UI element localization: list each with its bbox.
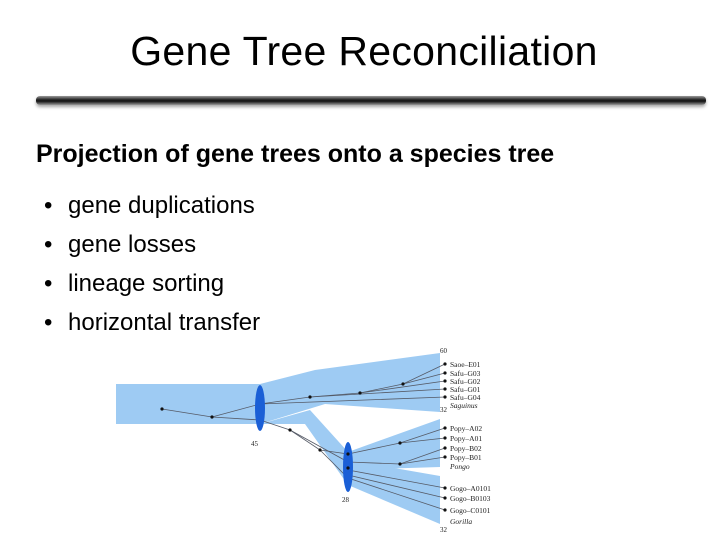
leaf-dot	[443, 387, 447, 391]
bullet-text: gene losses	[68, 231, 197, 258]
group-label-gorilla: Gorilla	[450, 517, 472, 526]
gene-node	[318, 448, 322, 452]
bullet-dot-icon: •	[44, 309, 53, 336]
gene-edge	[359, 380, 446, 394]
leaf-dot	[443, 436, 447, 440]
bullet-text: gene duplications	[68, 192, 255, 219]
leaf-dot	[443, 371, 447, 375]
bullet-text: lineage sorting	[68, 270, 225, 297]
leaf-label: Safu–G03	[450, 369, 481, 378]
leaf-dot	[443, 426, 447, 430]
gene-edge	[347, 474, 446, 499]
group-label-saguinus: Saguinus	[450, 401, 478, 410]
leaf-dot	[443, 446, 447, 450]
species-branch-hominid	[260, 410, 348, 485]
gene-node	[210, 415, 214, 419]
leaf-label: Safu–G01	[450, 385, 481, 394]
slide-subheading: Projection of gene trees onto a species …	[36, 140, 555, 168]
leaf-dot	[443, 379, 447, 383]
gene-node	[398, 441, 402, 445]
bullet-item: • gene losses	[44, 225, 260, 264]
bullet-item: • gene duplications	[44, 186, 260, 225]
leaf-dot	[443, 395, 447, 399]
bullet-item: • lineage sorting	[44, 264, 260, 303]
gene-edge	[211, 416, 261, 421]
gene-node	[346, 466, 350, 470]
number-label: 45	[251, 440, 259, 448]
gene-node	[346, 452, 350, 456]
leaf-dot	[443, 486, 447, 490]
leaf-label: Popy–A02	[450, 424, 482, 433]
leaf-label: Gogo–B0103	[450, 494, 491, 503]
gene-node	[398, 462, 402, 466]
bullet-list: • gene duplications • gene losses • lineage…	[44, 186, 260, 342]
species-tree	[116, 353, 440, 524]
leaf-label: Popy–B01	[450, 453, 482, 462]
leaf-dot	[443, 508, 447, 512]
bullet-dot-icon: •	[44, 192, 53, 219]
leaf-label: Popy–B02	[450, 444, 482, 453]
bullet-dot-icon: •	[44, 231, 53, 258]
gene-node	[401, 382, 405, 386]
bullet-dot-icon: •	[44, 270, 53, 297]
gene-edge	[259, 396, 446, 405]
gene-nodes	[160, 382, 405, 470]
gene-edge	[347, 469, 446, 489]
leaf-dots	[443, 362, 447, 512]
gene-edge	[399, 456, 446, 465]
leaf-label: Gogo–C0101	[450, 506, 491, 515]
gene-node	[308, 395, 312, 399]
leaf-label: Gogo–A0101	[450, 484, 491, 493]
leaf-dot	[443, 362, 447, 366]
number-label: 28	[342, 496, 350, 504]
bullet-item: • horizontal transfer	[44, 303, 260, 342]
leaf-label: Safu–G04	[450, 393, 481, 402]
leaf-label: Safu–G02	[450, 377, 481, 386]
duplication-marker	[255, 385, 265, 431]
species-branch-saguinus	[260, 353, 440, 424]
bullet-text: horizontal transfer	[68, 309, 261, 336]
species-branch-gorilla	[348, 460, 440, 524]
species-tree-root-branch	[116, 384, 260, 424]
gene-edge	[399, 437, 446, 444]
number-label: 60	[440, 347, 448, 355]
number-label: 32	[440, 406, 448, 414]
number-label: 32	[440, 526, 448, 534]
title-divider	[36, 96, 706, 105]
group-label-pongo: Pongo	[449, 462, 470, 471]
gene-edge	[309, 388, 446, 398]
leaf-label: Popy–A01	[450, 434, 482, 443]
gene-node	[288, 428, 292, 432]
leaf-dot	[443, 455, 447, 459]
gene-edge	[259, 419, 349, 455]
slide-title: Gene Tree Reconciliation	[130, 28, 598, 74]
gene-node	[358, 391, 362, 395]
reconciliation-diagram: 60 32 45 28 32 Saoe–E01 Safu–G03 Safu–G0…	[116, 347, 491, 534]
gene-edge	[289, 429, 349, 463]
leaf-dot	[443, 496, 447, 500]
leaf-label: Saoe–E01	[450, 360, 481, 369]
gene-node	[160, 407, 164, 411]
gene-edge	[402, 372, 446, 385]
